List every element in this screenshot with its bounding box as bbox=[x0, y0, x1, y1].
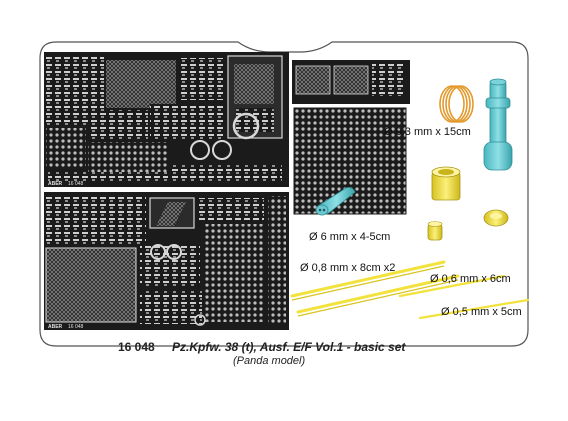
yellow-cup-part bbox=[431, 166, 461, 201]
fret-small-top bbox=[292, 60, 410, 104]
label-rod-0-6: Ø 0,6 mm x 6cm bbox=[430, 273, 511, 285]
yellow-rods bbox=[290, 260, 530, 320]
cyan-rod-part bbox=[315, 187, 356, 216]
fret-brand-lower: ABER bbox=[48, 324, 63, 330]
fret-brand-upper: ABER bbox=[48, 181, 63, 187]
fret-perforated bbox=[293, 107, 407, 215]
yellow-small-cylinder bbox=[427, 221, 443, 241]
wire-coil bbox=[439, 85, 474, 123]
fret-upper bbox=[44, 52, 289, 187]
cyan-exhaust-part bbox=[483, 78, 513, 171]
label-wire: Ø 0,3 mm x 15cm bbox=[384, 126, 471, 138]
set-title: Pz.Kpfw. 38 (t), Ausf. E/F Vol.1 - basic… bbox=[172, 340, 406, 354]
fret-code-upper: 16 048 bbox=[68, 181, 84, 187]
set-subtitle: (Panda model) bbox=[233, 355, 306, 367]
label-rod-0-5: Ø 0,5 mm x 5cm bbox=[441, 306, 522, 318]
label-rod-6mm: Ø 6 mm x 4-5cm bbox=[309, 231, 391, 243]
label-rod-0-8: Ø 0,8 mm x 8cm x2 bbox=[300, 262, 396, 274]
set-code: 16 048 bbox=[118, 340, 155, 354]
fret-lower bbox=[44, 192, 289, 330]
yellow-disc-part bbox=[483, 209, 509, 227]
fret-code-lower: 16 048 bbox=[68, 324, 84, 330]
